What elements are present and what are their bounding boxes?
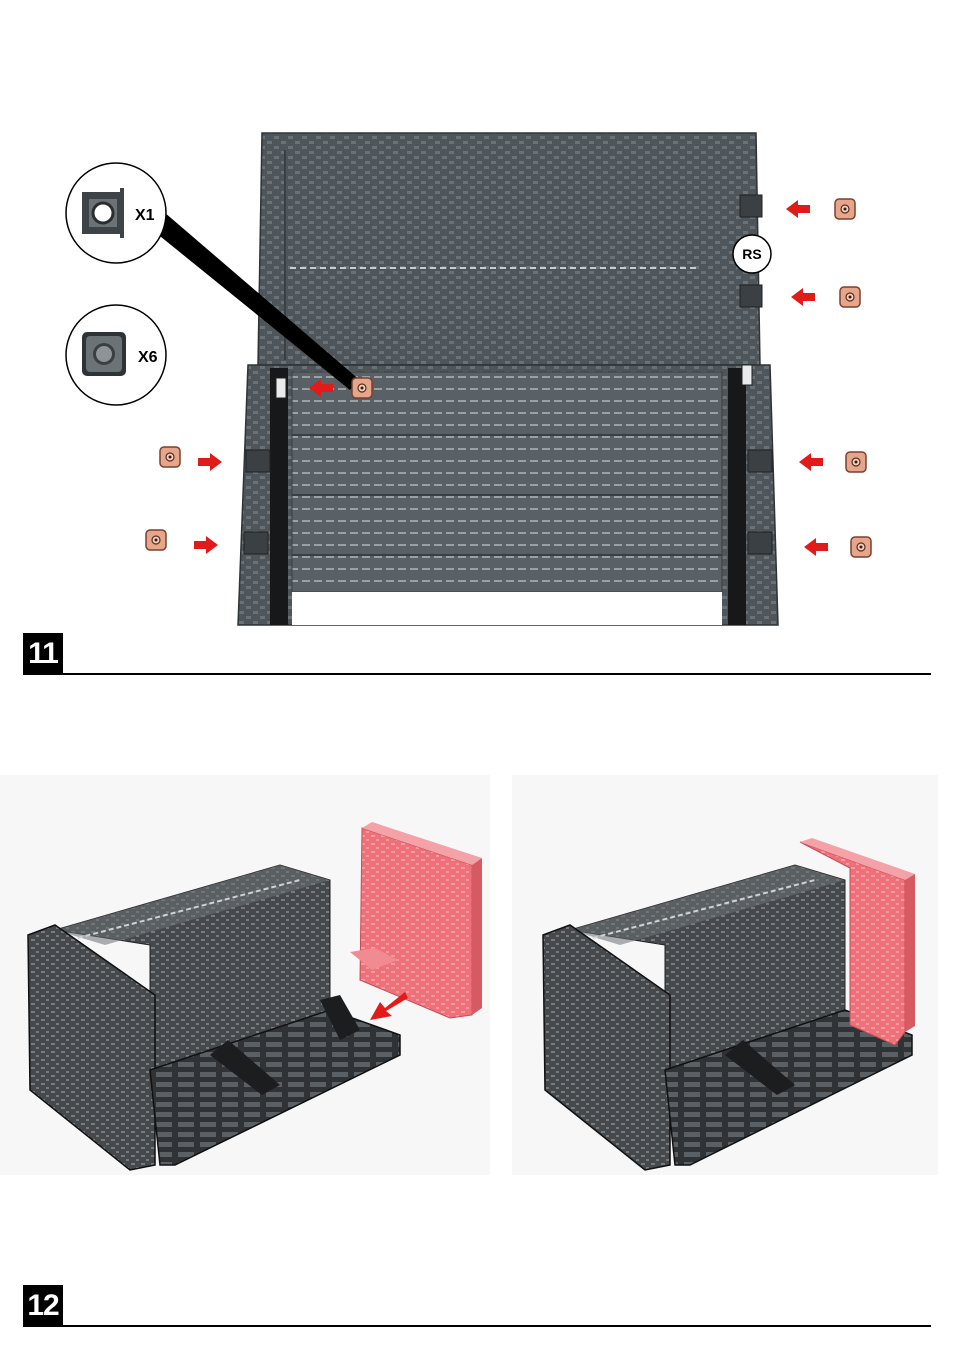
square-clip-icon xyxy=(846,452,866,472)
step-divider xyxy=(23,1325,931,1327)
part-callout-x1: X1 xyxy=(66,163,166,263)
rs-label: RS xyxy=(742,246,761,262)
red-arrow-icon xyxy=(791,288,815,306)
red-arrow-icon xyxy=(799,453,823,471)
step-number: 12 xyxy=(23,1285,63,1325)
red-arrow-icon xyxy=(198,453,222,471)
quantity-label: X6 xyxy=(138,349,158,366)
back-panel xyxy=(258,133,760,365)
red-arrow-icon xyxy=(194,536,218,554)
square-clip-icon xyxy=(851,537,871,557)
part-callout-x6: X6 xyxy=(66,305,166,405)
square-clip-icon xyxy=(840,287,860,307)
clip-with-tabs-icon xyxy=(82,188,124,238)
rs-marker: RS xyxy=(733,235,771,273)
step-divider xyxy=(23,673,931,675)
square-clip-icon xyxy=(160,447,180,467)
step-number: 11 xyxy=(23,633,63,673)
red-arrow-icon xyxy=(804,538,828,556)
step-11-illustration: X1 X6 RS xyxy=(0,0,954,660)
assembly-before xyxy=(0,775,490,1175)
square-clip-icon xyxy=(146,530,166,550)
square-clip-icon xyxy=(352,378,372,398)
square-clip-icon xyxy=(835,199,855,219)
step-12-illustration xyxy=(0,770,954,1190)
red-arrow-icon xyxy=(786,200,810,218)
square-clip-icon xyxy=(82,332,126,376)
quantity-label: X1 xyxy=(135,207,155,224)
assembly-after xyxy=(512,775,938,1175)
